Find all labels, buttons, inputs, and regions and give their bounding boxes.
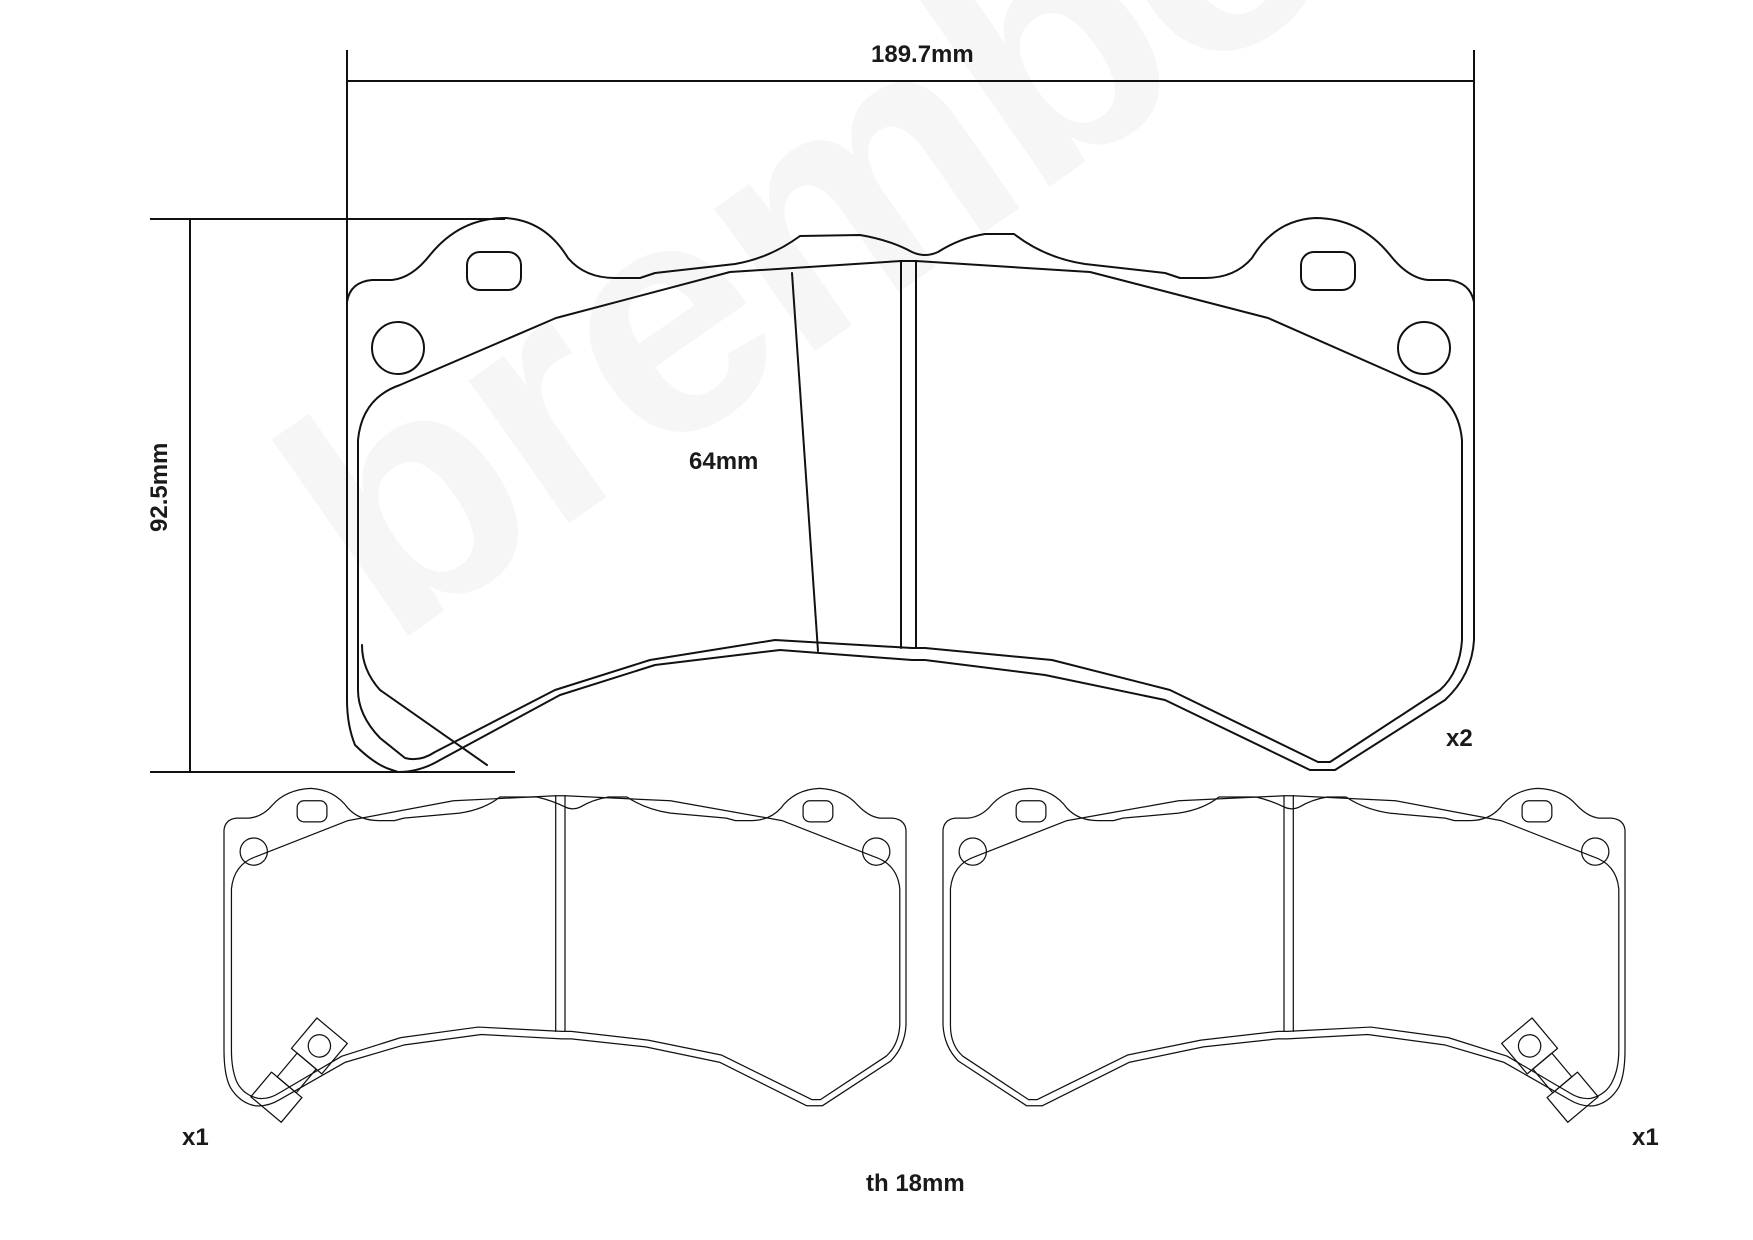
right-brake-pad xyxy=(942,787,1626,1123)
height-dimension-label: 92.5mm xyxy=(146,442,173,532)
width-dimension-label: 189.7mm xyxy=(871,41,974,68)
left-brake-pad xyxy=(223,787,907,1123)
left-pad-quantity: x1 xyxy=(182,1124,209,1151)
friction-height-label: 64mm xyxy=(689,448,759,475)
wear-sensor-icon xyxy=(1501,1017,1599,1123)
right-pad-quantity: x1 xyxy=(1632,1124,1659,1151)
wear-sensor-icon xyxy=(250,1017,348,1123)
main-brake-pad xyxy=(346,217,1475,773)
height-dimension xyxy=(150,218,515,773)
thickness-label: th 18mm xyxy=(866,1170,965,1197)
main-pad-quantity: x2 xyxy=(1446,725,1473,752)
width-dimension xyxy=(346,50,1475,302)
